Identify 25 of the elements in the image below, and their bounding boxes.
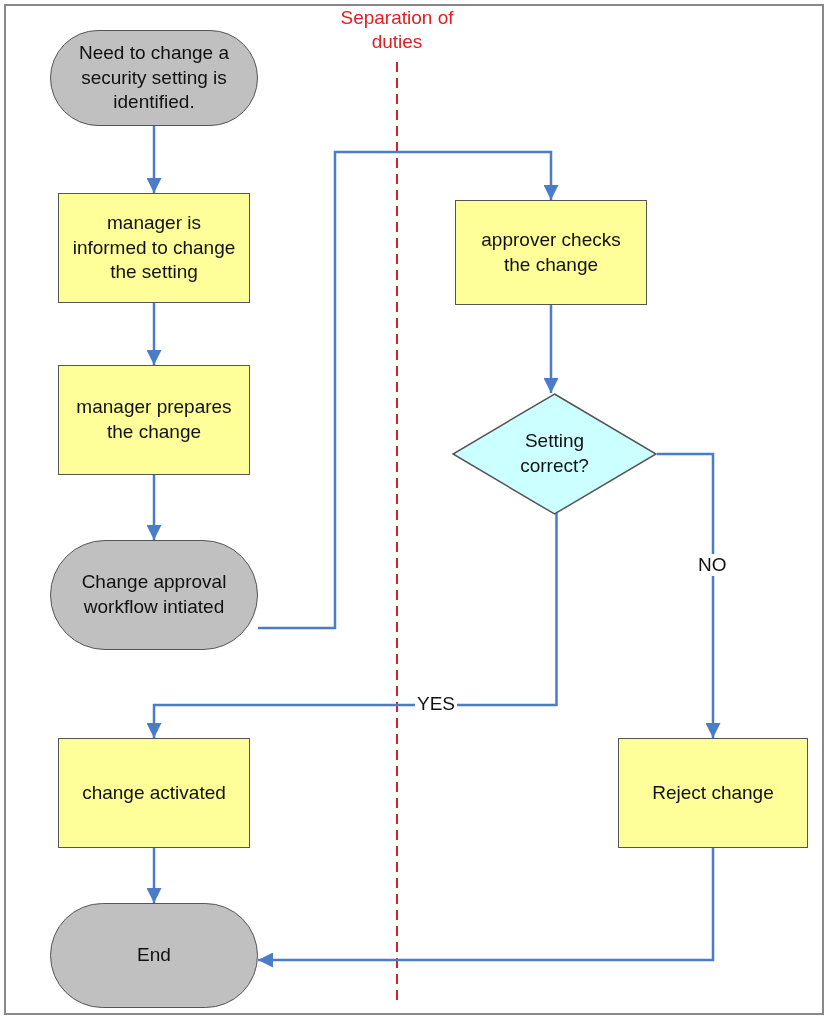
process-box [618, 738, 808, 848]
arrow [146, 475, 162, 540]
process-box [58, 738, 250, 848]
node-text: approver checks the change [480, 227, 622, 277]
arrow [146, 126, 162, 193]
arrow [543, 305, 559, 393]
arrow [146, 848, 162, 903]
node-text: Need to change a security setting is identified. [78, 40, 230, 115]
decision-diamond [452, 393, 657, 515]
arrow [657, 452, 721, 738]
node-text: Setting correct? [519, 429, 590, 478]
arrow [258, 150, 559, 630]
process-box [58, 193, 250, 303]
node-text: End [136, 943, 172, 968]
node-text: manager is informed to change the setting [71, 210, 237, 285]
arrow [146, 512, 558, 738]
process-box [455, 200, 647, 305]
arrow [146, 303, 162, 365]
edge-label: NO [696, 554, 729, 576]
arrow [258, 848, 715, 968]
node-text: Reject change [651, 780, 775, 805]
process-box [58, 365, 250, 475]
node-text: change activated [81, 780, 227, 805]
node-text: manager prepares the change [75, 395, 233, 444]
node-text: Change approval workflow intiated [80, 570, 228, 619]
